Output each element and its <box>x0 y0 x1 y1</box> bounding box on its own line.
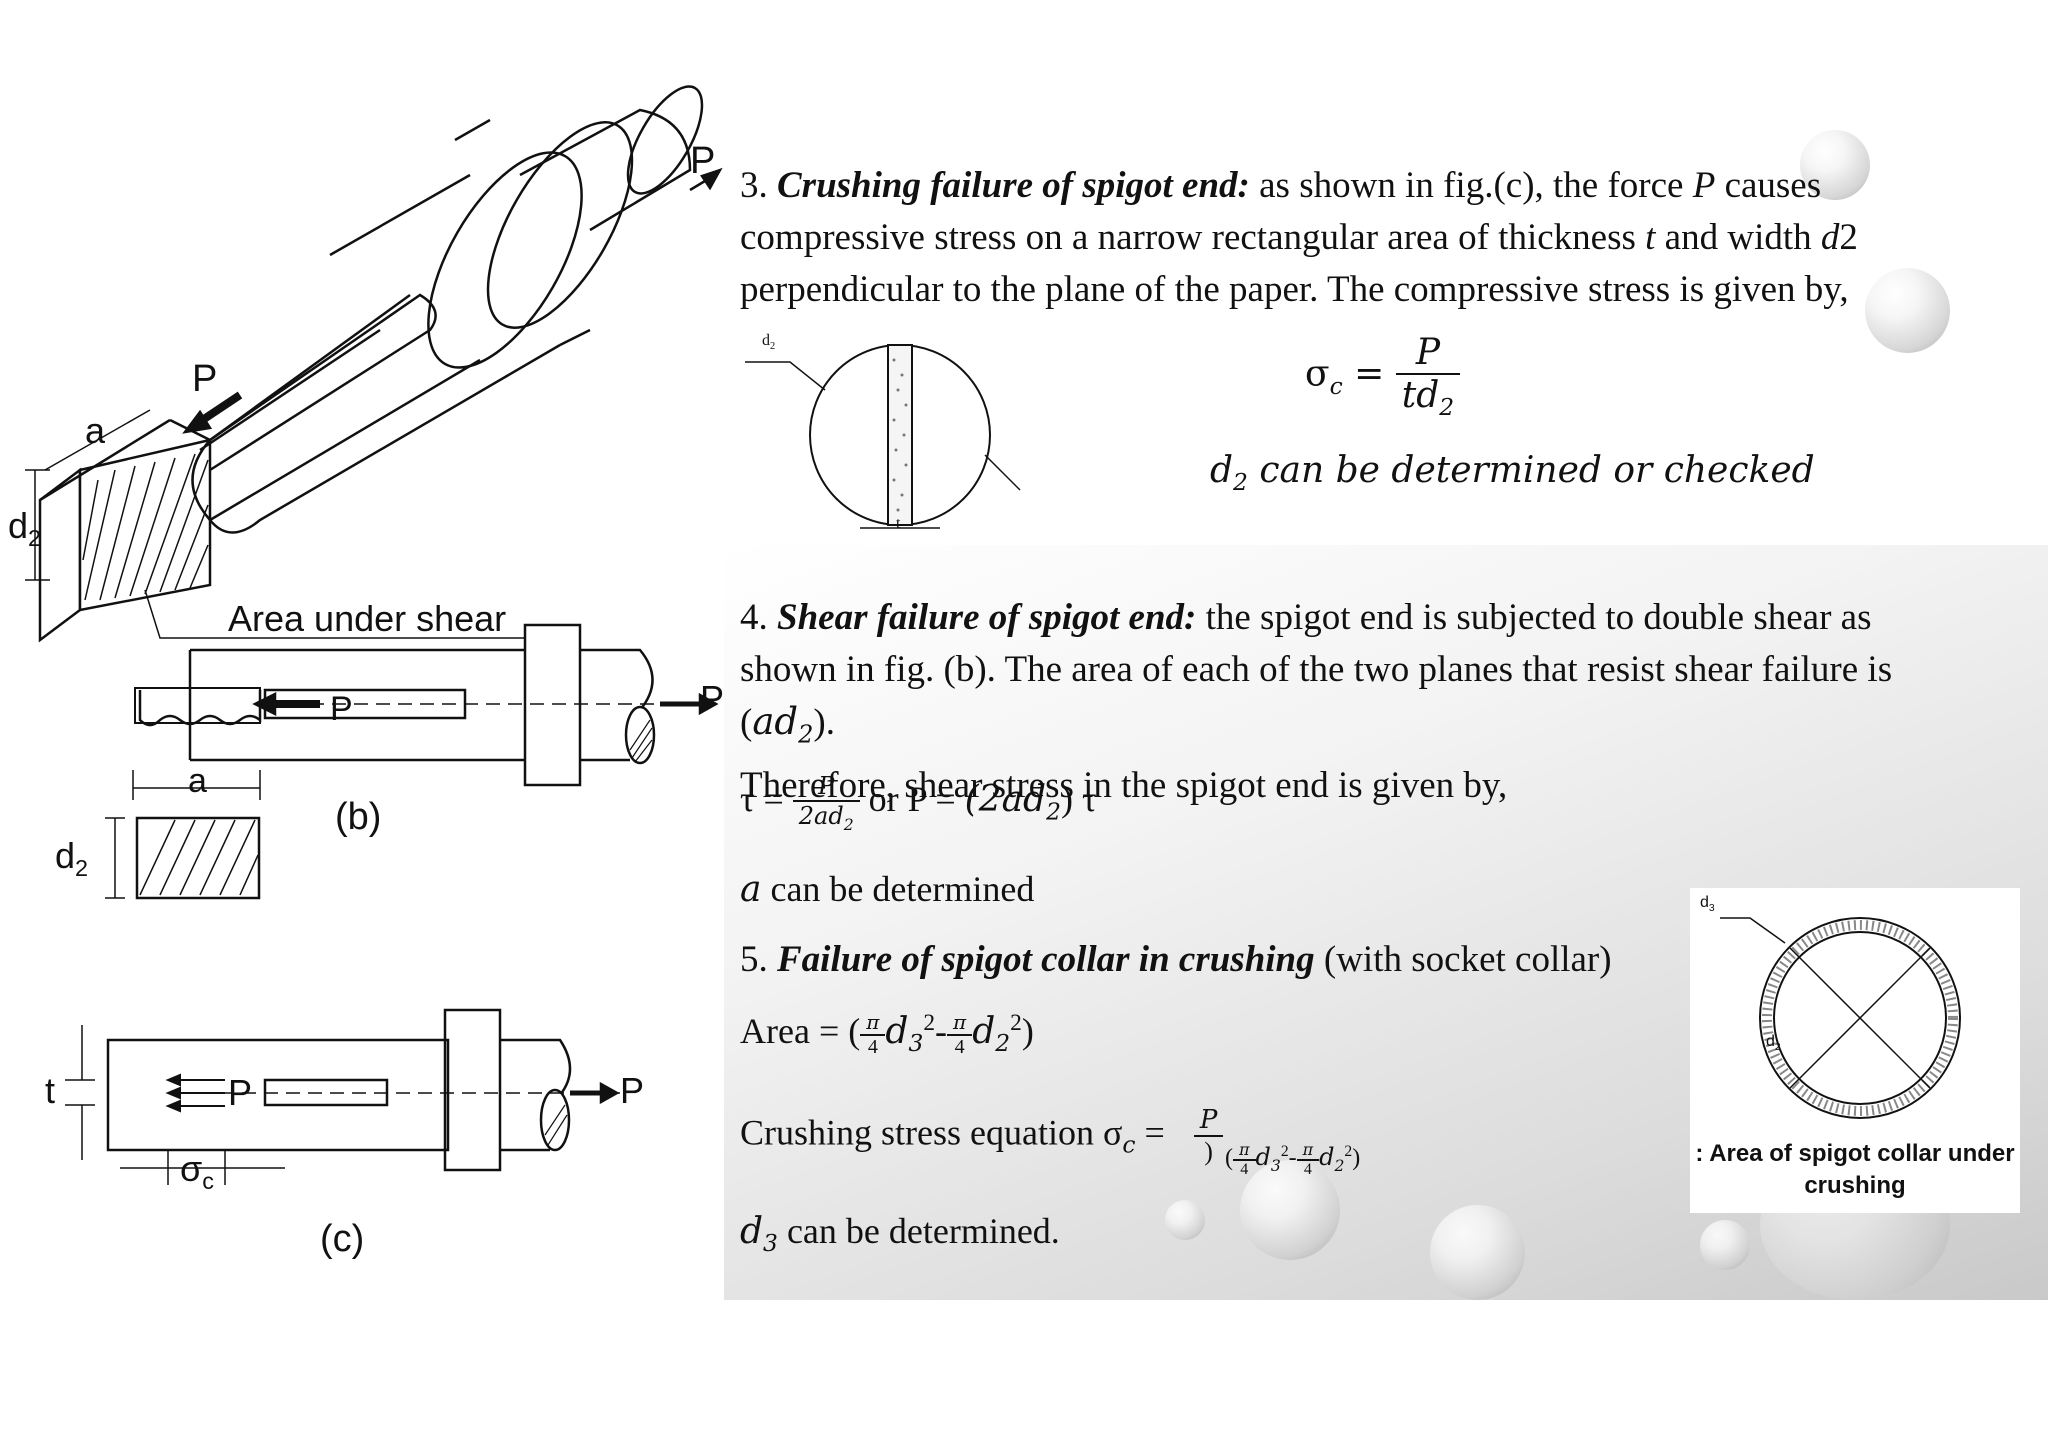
section4-title: Shear failure of spigot end: <box>777 597 1197 638</box>
collar-ring-diagram <box>1720 917 1961 1119</box>
fig-b-label-d2: d2 <box>55 835 89 882</box>
bubble-decoration <box>1165 1200 1205 1240</box>
fig-label-area-under-shear: Area under shear <box>228 598 507 639</box>
fig-b-label-P-right: P <box>700 678 725 719</box>
section4-paragraph: 4. Shear failure of spigot end: the spig… <box>740 597 1893 807</box>
fig-c-label-P-inner: P <box>228 1072 253 1113</box>
fig-c-caption: (c) <box>320 1218 365 1260</box>
fig-c-label-sigma: σc <box>180 1148 214 1195</box>
fig-label-d2: d2 <box>8 505 42 552</box>
spigot-cross-section-diagram <box>745 344 1021 529</box>
bubble-decoration <box>1240 1160 1340 1260</box>
spigot-figures <box>25 85 723 1185</box>
section5-heading: 5. Failure of spigot collar in crushing … <box>740 939 1612 980</box>
bubble-decoration <box>1865 268 1950 353</box>
collar-label-d3: d3 <box>1700 894 1715 915</box>
fig-b-label-a: a <box>188 762 207 800</box>
crushing-stress-equation: Crushing stress equation σc = P) <box>740 1105 1224 1167</box>
section3-note: d2 can be determined or checked <box>1210 450 1815 497</box>
fig-label-P-top: P <box>690 140 716 182</box>
fig-b-label-P-inner: P <box>330 690 353 728</box>
diagram-label-t: t <box>896 515 901 532</box>
fig-label-P-arrow: P <box>192 358 218 400</box>
section3-title: Crushing failure of spigot end: <box>777 165 1250 206</box>
fig-c-label-t: t <box>45 1070 56 1111</box>
fig-b-caption: (b) <box>335 796 382 838</box>
collar-label-d2: d2 <box>1766 1033 1781 1054</box>
fig-c-label-P-right: P <box>620 1070 645 1111</box>
bubble-decoration <box>1430 1205 1525 1300</box>
collar-figure-panel: d3 d2 : Area of spigot collar under crus… <box>1690 888 2020 1213</box>
a-can-be-determined: a can be determined <box>740 869 1035 910</box>
section3-paragraph: 3. Crushing failure of spigot end: as sh… <box>740 165 1858 310</box>
bubble-decoration <box>1700 1220 1750 1270</box>
section5-title: Failure of spigot collar in crushing <box>777 939 1315 980</box>
diagram-label-d2: d2 <box>762 332 776 353</box>
d3-can-be-determined: d3 can be determined. <box>740 1211 1060 1258</box>
fig-label-a: a <box>85 410 106 451</box>
bubble-decoration <box>1800 130 1870 200</box>
collar-caption: : Area of spigot collar under crushing <box>1695 1140 2015 1199</box>
